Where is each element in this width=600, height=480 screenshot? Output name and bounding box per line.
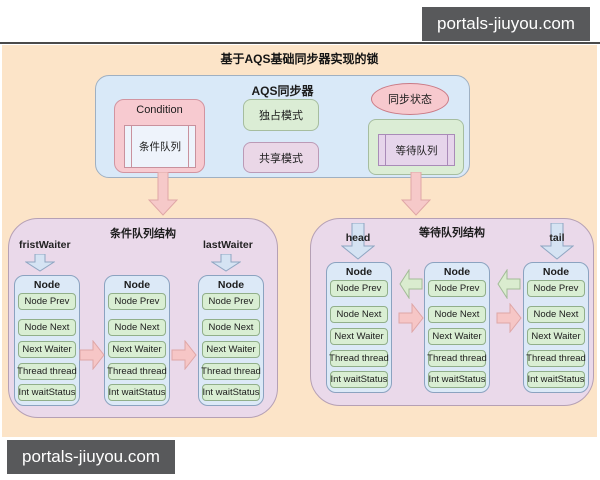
- head-label: head: [345, 232, 371, 244]
- node-field-prev: Node Prev: [18, 293, 76, 310]
- aqs-panel-title: AQS同步器: [251, 84, 314, 98]
- right-arrow-icon: [79, 340, 105, 370]
- node-field-wait-status: Int waitStatus: [330, 371, 388, 388]
- node-title: Node: [123, 279, 151, 291]
- shared-mode-box: 共享模式: [243, 142, 319, 173]
- condition-queue-label: 条件队列: [139, 141, 181, 153]
- node-field-prev: Node Prev: [108, 293, 166, 310]
- condition-box: Condition 条件队列: [114, 99, 205, 173]
- node-title: Node: [443, 266, 471, 278]
- node-field-prev: Node Prev: [330, 280, 388, 297]
- condition-node-1: Node Node Prev Node Next Next Waiter Thr…: [14, 275, 80, 406]
- wait-queue-shape: 等待队列: [378, 134, 455, 166]
- node-field-next-waiter: Next Waiter: [108, 341, 166, 358]
- condition-node-2: Node Node Prev Node Next Next Waiter Thr…: [104, 275, 170, 406]
- down-arrow-icon: [341, 223, 375, 260]
- node-title: Node: [345, 266, 373, 278]
- node-field-next-waiter: Next Waiter: [527, 328, 585, 345]
- condition-queue-section: 条件队列结构 fristWaiter lastWaiter Node Node …: [8, 218, 278, 418]
- aqs-panel: AQS同步器 Condition 条件队列 独占模式 共享模式 同步状态 等待队…: [95, 75, 470, 178]
- condition-node-3: Node Node Prev Node Next Next Waiter Thr…: [198, 275, 264, 406]
- node-title: Node: [33, 279, 61, 291]
- node-field-thread: Thread thread: [329, 350, 389, 367]
- node-field-next: Node Next: [202, 319, 260, 336]
- node-field-prev: Node Prev: [202, 293, 260, 310]
- node-field-wait-status: Int waitStatus: [202, 384, 260, 401]
- wait-queue-box: 等待队列: [368, 119, 464, 175]
- right-arrow-icon: [171, 340, 197, 370]
- down-arrow-icon: [540, 223, 574, 260]
- node-field-thread: Thread thread: [526, 350, 586, 367]
- condition-queue-shape: 条件队列: [124, 125, 196, 168]
- node-field-thread: Thread thread: [201, 363, 261, 380]
- sync-state-ellipse: 同步状态: [371, 83, 449, 115]
- watermark-top: portals-jiuyou.com: [422, 7, 590, 41]
- node-field-next-waiter: Next Waiter: [330, 328, 388, 345]
- node-field-prev: Node Prev: [428, 280, 486, 297]
- node-field-wait-status: Int waitStatus: [428, 371, 486, 388]
- node-field-next-waiter: Next Waiter: [202, 341, 260, 358]
- node-field-prev: Node Prev: [527, 280, 585, 297]
- last-waiter-label: lastWaiter: [203, 239, 253, 251]
- node-field-wait-status: Int waitStatus: [108, 384, 166, 401]
- tail-label: tail: [549, 232, 565, 244]
- top-divider: [0, 42, 600, 44]
- node-field-next-waiter: Next Waiter: [18, 341, 76, 358]
- wait-queue-label: 等待队列: [395, 144, 438, 157]
- node-field-next: Node Next: [108, 319, 166, 336]
- wait-queue-section: 等待队列结构 head tail Node Node Prev Node Nex…: [310, 218, 594, 406]
- left-arrow-icon: [399, 269, 423, 299]
- condition-section-title: 条件队列结构: [110, 228, 176, 240]
- diagram-canvas: 基于AQS基础同步器实现的锁 AQS同步器 Condition 条件队列 独占模…: [2, 45, 597, 437]
- right-arrow-icon: [398, 303, 424, 333]
- wait-section-title: 等待队列结构: [419, 227, 485, 239]
- wait-node-3: Node Node Prev Node Next Next Waiter Thr…: [523, 262, 589, 393]
- node-field-next: Node Next: [527, 306, 585, 323]
- node-field-thread: Thread thread: [427, 350, 487, 367]
- node-field-next: Node Next: [428, 306, 486, 323]
- right-arrow-icon: [496, 303, 522, 333]
- node-title: Node: [542, 266, 570, 278]
- page-title: 基于AQS基础同步器实现的锁: [220, 52, 379, 66]
- exclusive-mode-box: 独占模式: [243, 99, 319, 131]
- node-field-wait-status: Int waitStatus: [18, 384, 76, 401]
- down-arrow-icon: [148, 172, 178, 216]
- down-arrow-icon: [211, 254, 241, 272]
- node-title: Node: [217, 279, 245, 291]
- first-waiter-label: fristWaiter: [19, 239, 71, 251]
- wait-node-2: Node Node Prev Node Next Next Waiter Thr…: [424, 262, 490, 393]
- node-field-wait-status: Int waitStatus: [527, 371, 585, 388]
- node-field-thread: Thread thread: [17, 363, 77, 380]
- wait-node-1: Node Node Prev Node Next Next Waiter Thr…: [326, 262, 392, 393]
- left-arrow-icon: [497, 269, 521, 299]
- node-field-thread: Thread thread: [107, 363, 167, 380]
- condition-label: Condition: [136, 104, 183, 116]
- node-field-next: Node Next: [330, 306, 388, 323]
- node-field-next: Node Next: [18, 319, 76, 336]
- down-arrow-icon: [25, 254, 55, 272]
- node-field-next-waiter: Next Waiter: [428, 328, 486, 345]
- watermark-bottom: portals-jiuyou.com: [7, 440, 175, 474]
- down-arrow-icon: [401, 172, 431, 216]
